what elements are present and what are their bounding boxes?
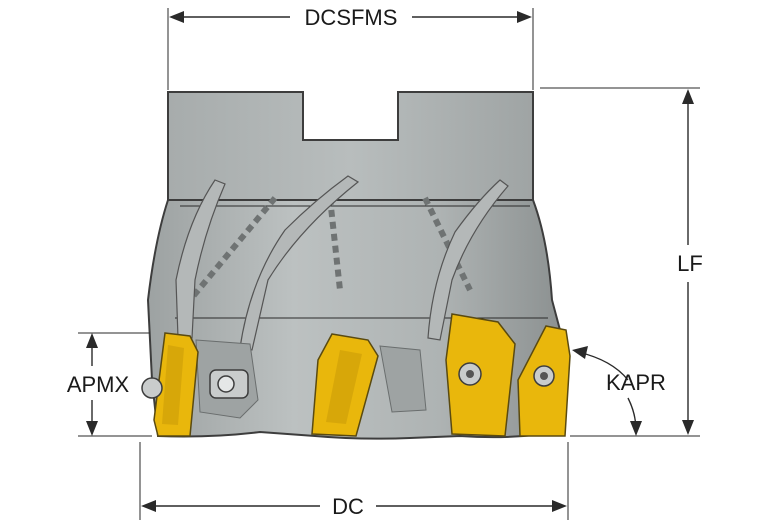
dimension-kapr: KAPR (572, 346, 666, 436)
inserts (153, 313, 571, 437)
kapr-label: KAPR (606, 370, 666, 395)
chip-pocket-2 (379, 345, 427, 413)
clamp-screws (141, 369, 249, 399)
dimension-lf: LF (677, 89, 703, 435)
coolant-channels (187, 196, 473, 302)
flute-1 (175, 179, 226, 339)
dcsfms-label: DCSFMS (305, 5, 398, 30)
dimension-dc: DC (141, 494, 567, 519)
flute-2 (239, 175, 360, 351)
flute-3 (427, 179, 509, 341)
insert-2 (311, 333, 379, 437)
lf-label: LF (677, 251, 703, 276)
insert-1 (153, 332, 199, 437)
dimension-apmx: APMX (67, 333, 130, 436)
dimension-dcsfms: DCSFMS (169, 5, 532, 30)
apmx-label: APMX (67, 372, 130, 397)
clamp-screw-1 (141, 377, 163, 399)
extension-lines (78, 8, 700, 520)
dc-label: DC (332, 494, 364, 519)
